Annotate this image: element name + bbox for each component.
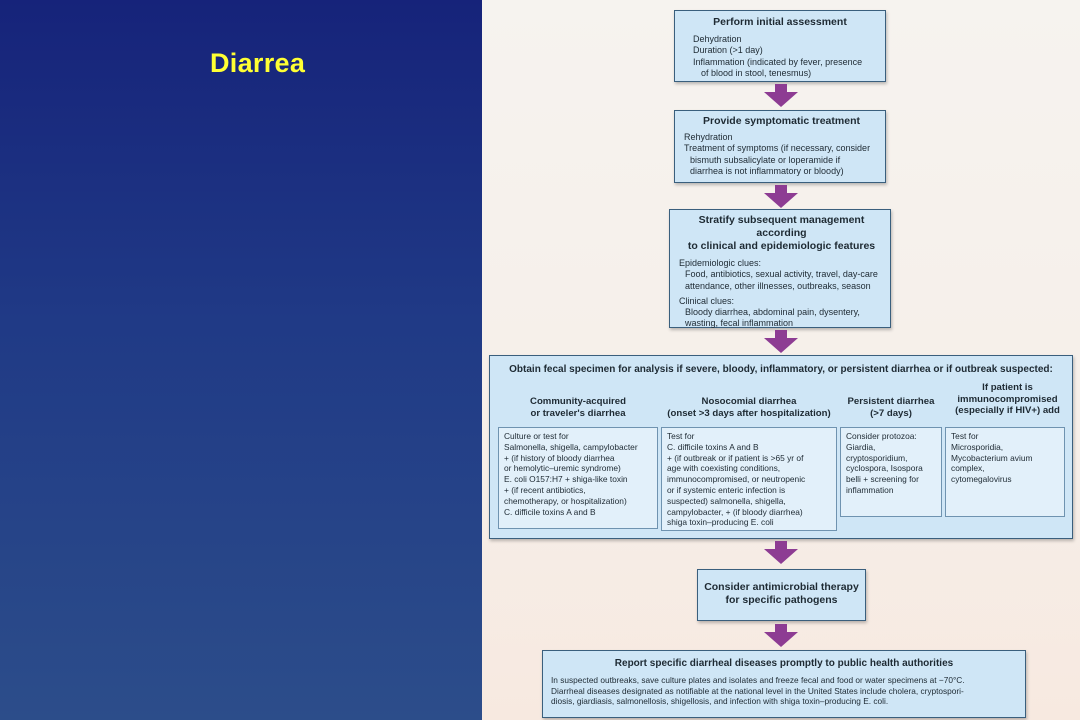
test-line: E. coli O157:H7 + shiga-like toxin xyxy=(504,474,628,485)
assessment-line: of blood in stool, tenesmus) xyxy=(701,67,812,78)
treatment-line: diarrhea is not inflammatory or bloody) xyxy=(690,165,844,176)
test-line: Salmonella, shigella, campylobacter xyxy=(504,441,638,452)
flow-arrow xyxy=(764,185,798,208)
epidemiologic-clue-line: Food, antibiotics, sexual activity, trav… xyxy=(685,269,878,280)
test-line: or if systemic enteric infection is xyxy=(667,484,786,495)
flowchart-panel: Perform initial assessment Dehydration D… xyxy=(482,0,1080,720)
test-line: C. difficile toxins A and B xyxy=(504,506,596,517)
test-line: campylobacter, + (if bloody diarrhea) xyxy=(667,506,803,517)
flow-arrow xyxy=(764,330,798,353)
test-line: complex, xyxy=(951,463,985,474)
column-heading-line: (especially if HIV+) add xyxy=(955,405,1060,416)
antimicrobial-title-line1: Consider antimicrobial therapy xyxy=(704,581,859,593)
report-line: In suspected outbreaks, save culture pla… xyxy=(551,675,965,685)
test-line: inflammation xyxy=(846,484,894,495)
report-line: Diarrheal diseases designated as notifia… xyxy=(551,685,964,696)
report-diseases-box: Report specific diarrheal diseases promp… xyxy=(542,650,1026,718)
column-heading-line: or traveler's diarrhea xyxy=(530,407,626,419)
epidemiologic-clue-line: attendance, other illnesses, outbreaks, … xyxy=(685,280,871,291)
test-line: Test for xyxy=(951,431,979,441)
flow-arrow xyxy=(764,84,798,107)
column-heading-line: Community-acquired xyxy=(530,396,626,407)
test-line: or hemolytic–uremic syndrome) xyxy=(504,463,621,474)
test-line: age with coexisting conditions, xyxy=(667,463,781,474)
treatment-line: bismuth subsalicylate or loperamide if xyxy=(690,154,841,165)
test-line: + (if outbreak or if patient is >65 yr o… xyxy=(667,452,804,463)
nosocomial-heading: Nosocomial diarrhea (onset >3 days after… xyxy=(661,396,837,419)
clinical-clue-line: Bloody diarrhea, abdominal pain, dysente… xyxy=(685,307,860,318)
test-line: immunocompromised, or neutropenic xyxy=(667,474,806,485)
test-line: Giardia, xyxy=(846,441,876,452)
column-heading-line: If patient is xyxy=(982,382,1033,393)
symptomatic-treatment-title: Provide symptomatic treatment xyxy=(703,115,860,127)
test-line: cytomegalovirus xyxy=(951,474,1012,485)
test-line: Mycobacterium avium xyxy=(951,452,1033,463)
test-line: + (if recent antibiotics, xyxy=(504,484,586,495)
stratify-management-box: Stratify subsequent management according… xyxy=(669,209,891,328)
treatment-line: Rehydration xyxy=(684,132,733,142)
epidemiologic-clues-label: Epidemiologic clues: xyxy=(679,258,762,268)
flow-arrow xyxy=(764,624,798,647)
column-heading-line: Nosocomial diarrhea xyxy=(701,396,797,407)
immunocompromised-tests: Test for Microsporidia, Mycobacterium av… xyxy=(945,427,1065,517)
immunocompromised-heading: If patient is immunocompromised (especia… xyxy=(945,382,1070,417)
test-line: belli + screening for xyxy=(846,474,919,485)
test-line: cryptosporidium, xyxy=(846,452,908,463)
left-title-panel: Diarrea xyxy=(0,0,482,720)
nosocomial-tests: Test for C. difficile toxins A and B + (… xyxy=(661,427,837,531)
community-acquired-tests: Culture or test for Salmonella, shigella… xyxy=(498,427,658,529)
fecal-specimen-title: Obtain fecal specimen for analysis if se… xyxy=(509,364,1053,375)
stratify-title-line1: Stratify subsequent management according xyxy=(698,214,865,239)
test-line: chemotherapy, or hospitalization) xyxy=(504,495,627,506)
treatment-line: Treatment of symptoms (if necessary, con… xyxy=(684,143,871,154)
assessment-line: Dehydration xyxy=(693,34,742,44)
test-line: shiga toxin–producing E. coli xyxy=(667,517,774,528)
test-line: suspected) salmonella, shigella, xyxy=(667,495,786,506)
antimicrobial-therapy-box: Consider antimicrobial therapy for speci… xyxy=(697,569,866,621)
assessment-line: Inflammation (indicated by fever, presen… xyxy=(693,56,863,67)
symptomatic-treatment-box: Provide symptomatic treatment Rehydratio… xyxy=(674,110,886,183)
test-line: C. difficile toxins A and B xyxy=(667,441,759,452)
assessment-line: Duration (>1 day) xyxy=(693,45,763,56)
flow-arrow xyxy=(764,541,798,564)
clinical-clues-label: Clinical clues: xyxy=(679,295,735,306)
report-line: diosis, giardiasis, salmonellosis, shige… xyxy=(551,696,889,706)
initial-assessment-box: Perform initial assessment Dehydration D… xyxy=(674,10,886,82)
column-heading-line: immunocompromised xyxy=(957,393,1058,405)
test-line: Microsporidia, xyxy=(951,441,1004,452)
slide-title: Diarrea xyxy=(210,48,306,78)
test-line: cyclospora, Isospora xyxy=(846,463,923,474)
column-heading-line: Persistent diarrhea xyxy=(847,396,935,407)
fecal-specimen-box: Obtain fecal specimen for analysis if se… xyxy=(489,355,1073,539)
column-heading-line: (onset >3 days after hospitalization) xyxy=(667,407,831,419)
test-line: Culture or test for xyxy=(504,431,569,441)
column-heading-line: (>7 days) xyxy=(870,407,912,419)
report-diseases-title: Report specific diarrheal diseases promp… xyxy=(614,658,954,669)
persistent-diarrhea-heading: Persistent diarrhea (>7 days) xyxy=(840,396,942,419)
test-line: Consider protozoa: xyxy=(846,431,917,441)
persistent-diarrhea-tests: Consider protozoa: Giardia, cryptosporid… xyxy=(840,427,942,517)
antimicrobial-title-line2: for specific pathogens xyxy=(725,594,838,606)
test-line: + (if history of bloody diarrhea xyxy=(504,452,615,463)
initial-assessment-title: Perform initial assessment xyxy=(713,16,847,28)
community-acquired-heading: Community-acquired or traveler's diarrhe… xyxy=(498,396,658,419)
clinical-clue-line: wasting, fecal inflammation xyxy=(685,318,794,329)
stratify-title-line2: to clinical and epidemiologic features xyxy=(687,240,876,252)
test-line: Test for xyxy=(667,431,695,441)
